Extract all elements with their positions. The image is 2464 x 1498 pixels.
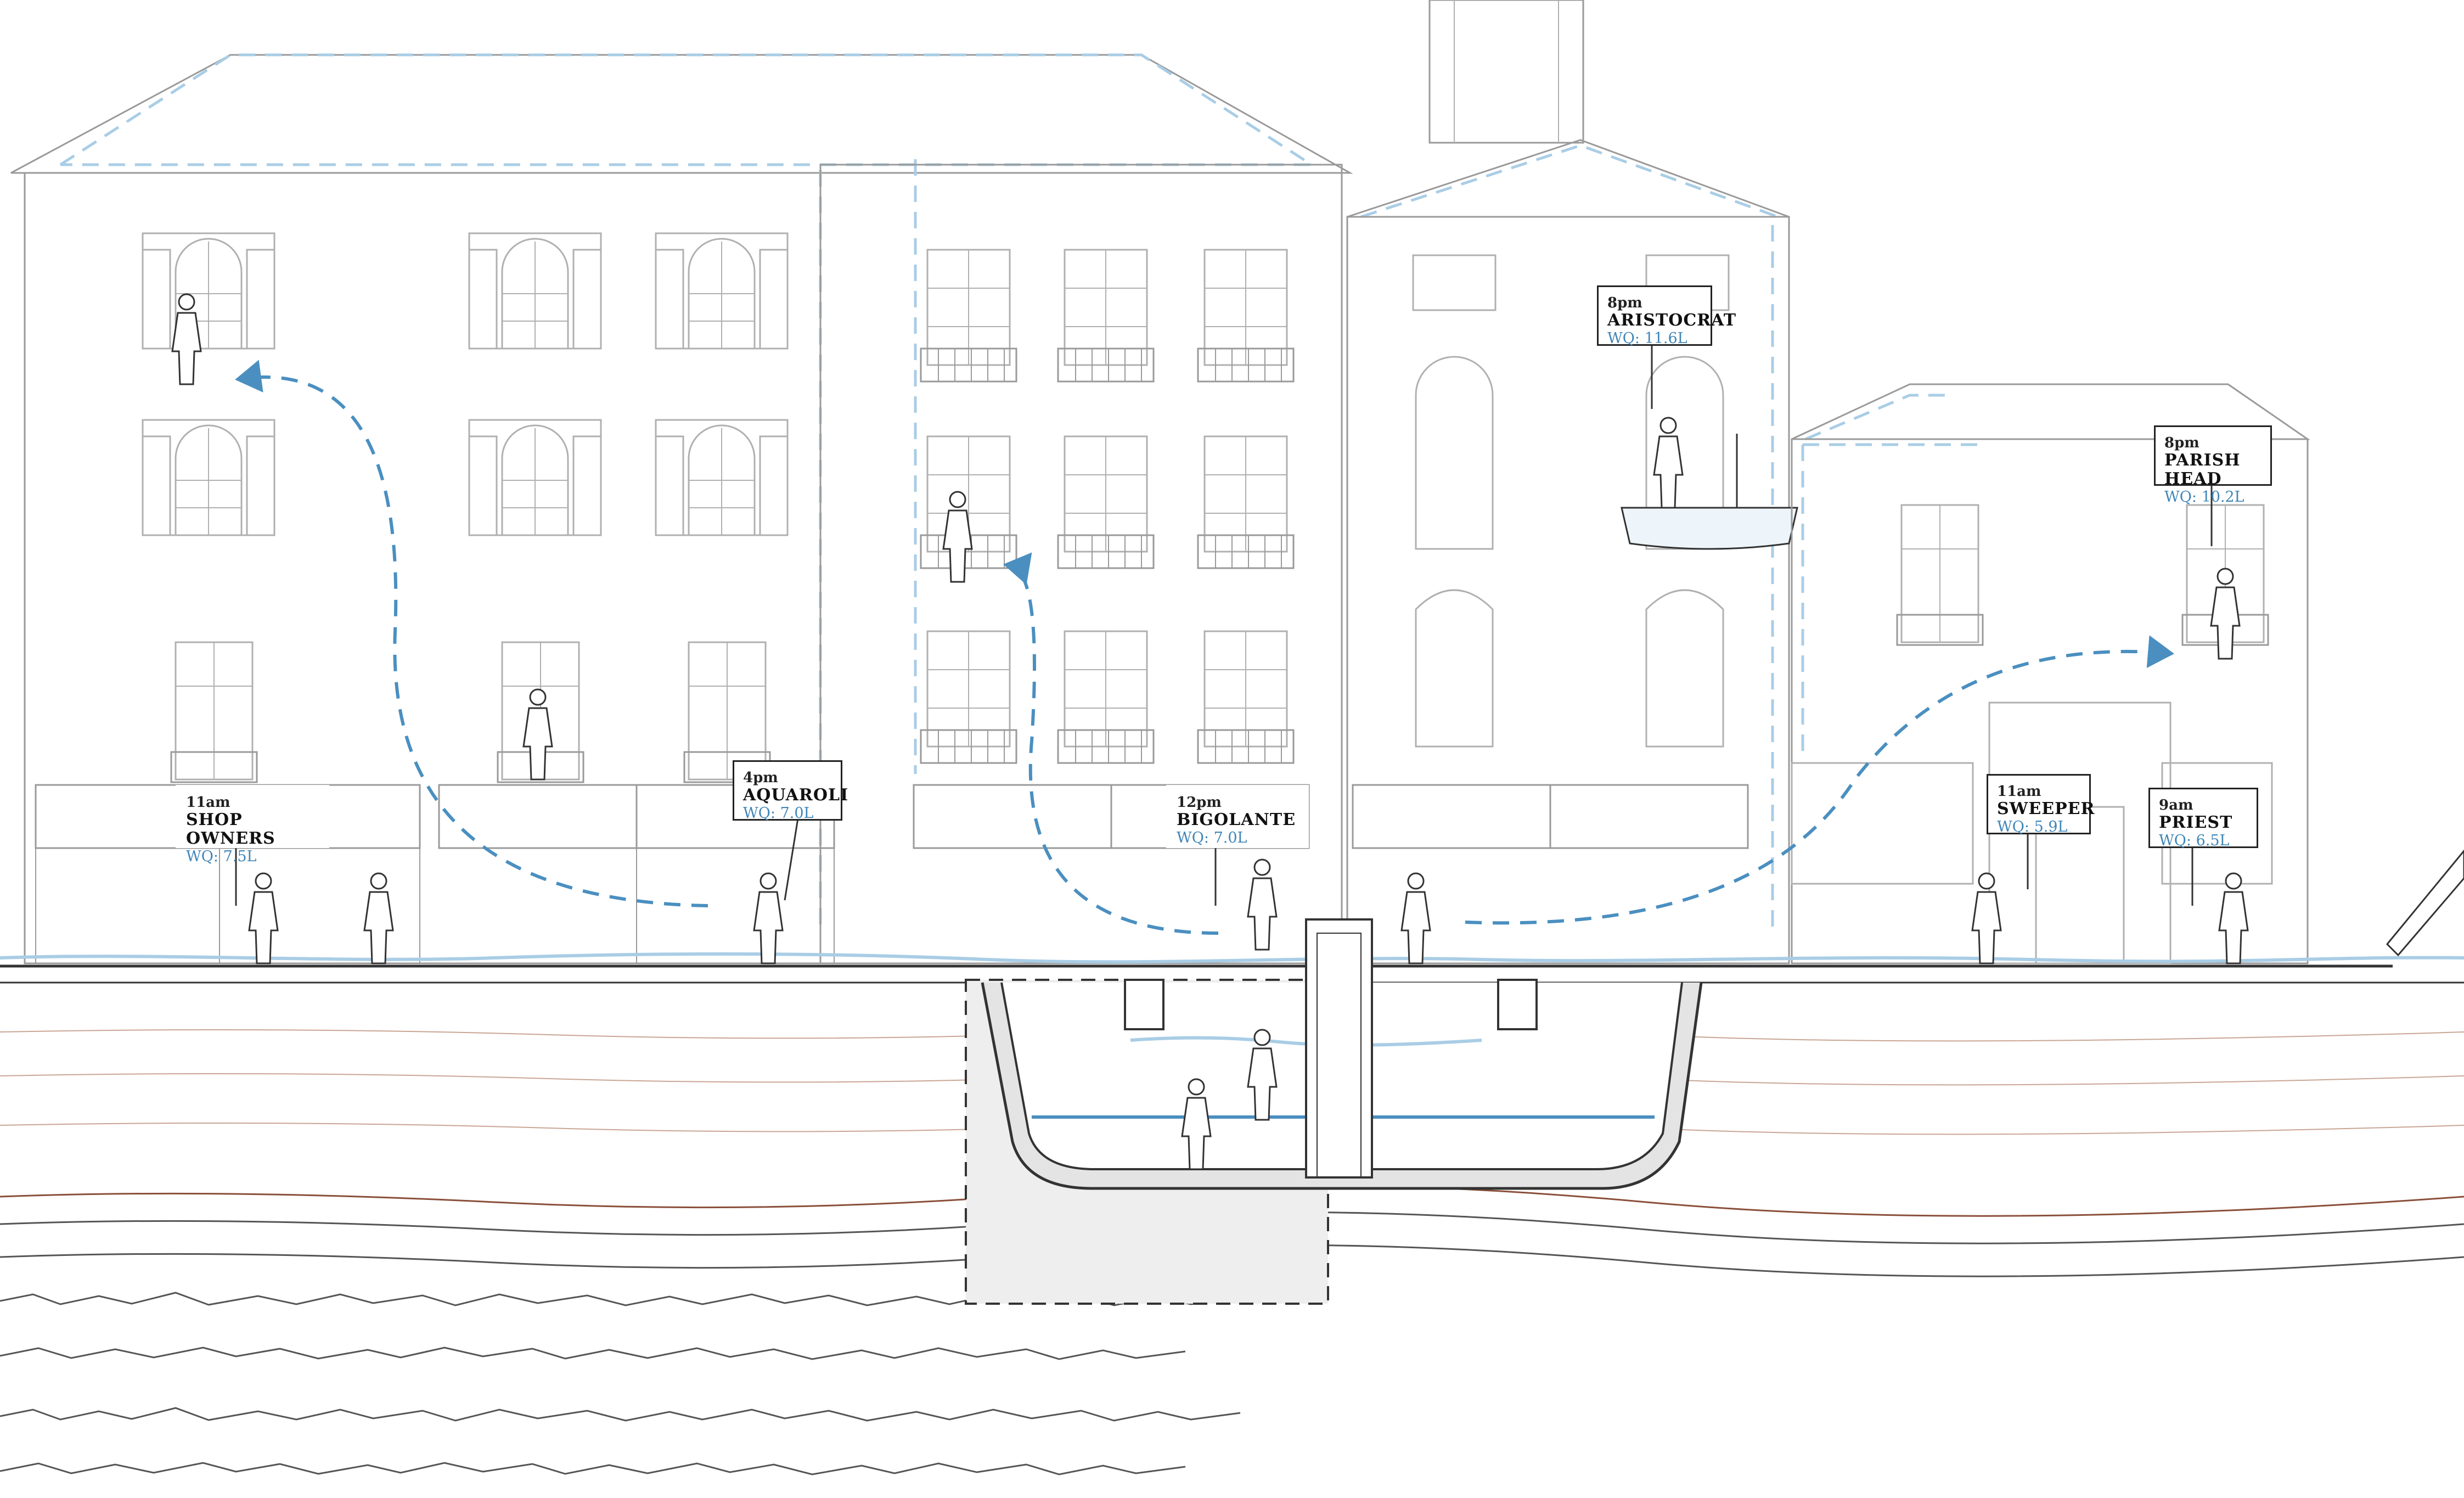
label-role: PARISH HEAD (2164, 451, 2241, 489)
priest-figure (2218, 872, 2249, 964)
label-water-quantity: WQ: 7.5L (186, 848, 257, 865)
street-man-figure (1400, 872, 1431, 964)
label-role: SHOP OWNERS (186, 810, 275, 848)
label-parish-head: 8pm PARISH HEAD WQ: 10.2L (2154, 425, 2272, 506)
church-building (1346, 0, 1798, 964)
label-sweeper: 11am SWEEPER WQ: 5.9L (1987, 774, 2095, 835)
label-time: 11am (186, 794, 230, 811)
shop-owner-figure-1 (248, 872, 279, 964)
label-aquaroli: 4pm AQUAROLI WQ: 7.0L (733, 760, 849, 822)
aristocrat-figure (1653, 417, 1684, 509)
label-time: 9am (2159, 797, 2193, 813)
shop-owner-figure-2 (363, 872, 394, 964)
flow-arrow-street-to-parish (1465, 635, 2174, 925)
label-role: PRIEST (2159, 813, 2233, 832)
street-level (0, 952, 2464, 984)
label-role: BIGOLANTE (1177, 810, 1296, 829)
label-leaders (235, 343, 2213, 906)
label-role: ARISTOCRAT (1607, 311, 1737, 330)
label-water-quantity: WQ: 7.0L (1177, 829, 1247, 846)
label-time: 4pm (743, 770, 778, 786)
label-priest: 9am PRIEST WQ: 6.5L (2148, 788, 2258, 849)
label-role: SWEEPER (1997, 799, 2095, 818)
bigolante-figure (1247, 859, 1278, 951)
label-water-quantity: WQ: 11.6L (1607, 330, 1687, 347)
flow-arrow-aquaroli-to-window (235, 360, 708, 907)
water-flow-arrows (235, 360, 2174, 935)
balcony-woman-figure (522, 688, 553, 781)
label-water-quantity: WQ: 10.2L (2164, 489, 2244, 506)
label-time: 8pm (2164, 435, 2199, 451)
label-shop-owners: 11am SHOP OWNERS WQ: 7.5L (176, 785, 329, 865)
label-time: 12pm (1177, 794, 1222, 811)
label-time: 11am (1997, 783, 2041, 800)
label-aristocrat: 8pm ARISTOCRAT WQ: 11.6L (1597, 285, 1737, 347)
label-water-quantity: WQ: 7.0L (743, 805, 814, 822)
sweeper-figure (1971, 872, 2002, 964)
label-role: AQUAROLI (743, 786, 849, 805)
label-water-quantity: WQ: 6.5L (2159, 832, 2230, 849)
aquarolo-figure (753, 872, 784, 964)
window-woman-figure (171, 293, 202, 385)
flow-arrow-bigolante-to-window (1003, 552, 1219, 935)
label-bigolante: 12pm BIGOLANTE WQ: 7.0L (1166, 785, 1309, 848)
label-time: 8pm (1607, 295, 1642, 311)
label-water-quantity: WQ: 5.9L (1997, 818, 2068, 835)
right-building (1791, 383, 2464, 964)
